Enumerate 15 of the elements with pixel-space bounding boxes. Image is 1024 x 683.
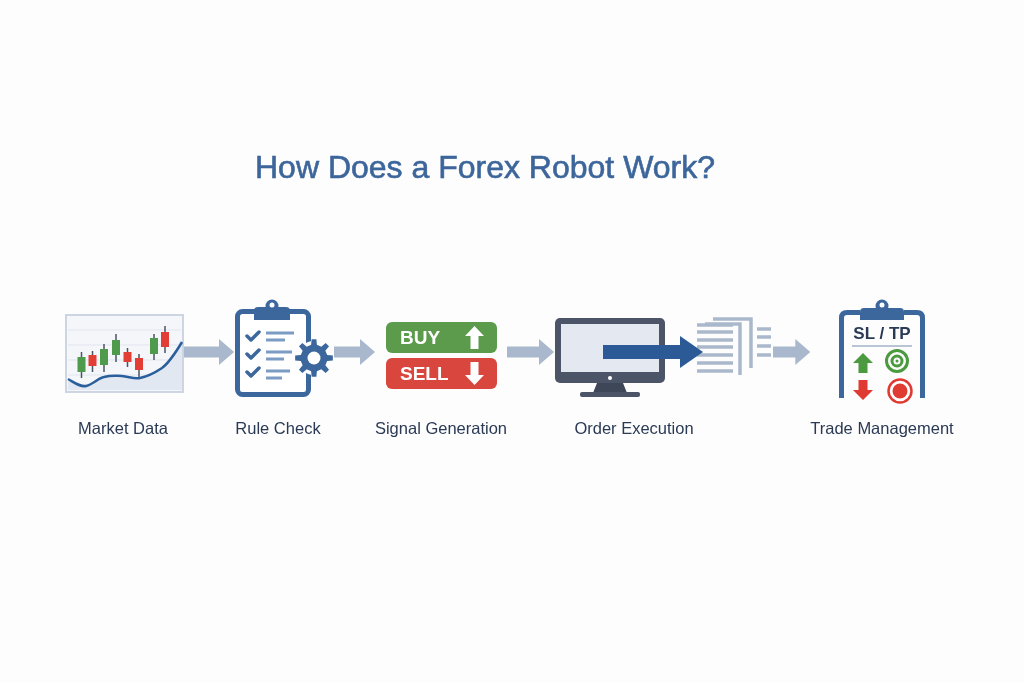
signal-text: BUY (400, 326, 441, 349)
arrow (334, 339, 375, 365)
clipboard-heading: SL / TP (853, 324, 911, 344)
diagram-title: How Does a Forex Robot Work? (255, 148, 715, 187)
step-label: Order Execution (574, 418, 694, 438)
arrow (507, 339, 554, 365)
arrow (184, 339, 234, 365)
signal-tag (386, 322, 497, 353)
arrow (773, 339, 811, 365)
step-label: Rule Check (235, 418, 321, 438)
step-label: Market Data (78, 418, 168, 438)
step-label: Trade Management (810, 418, 954, 438)
signal-text: SELL (400, 362, 449, 385)
step-label: Signal Generation (374, 418, 508, 438)
signal-tag (386, 358, 497, 389)
